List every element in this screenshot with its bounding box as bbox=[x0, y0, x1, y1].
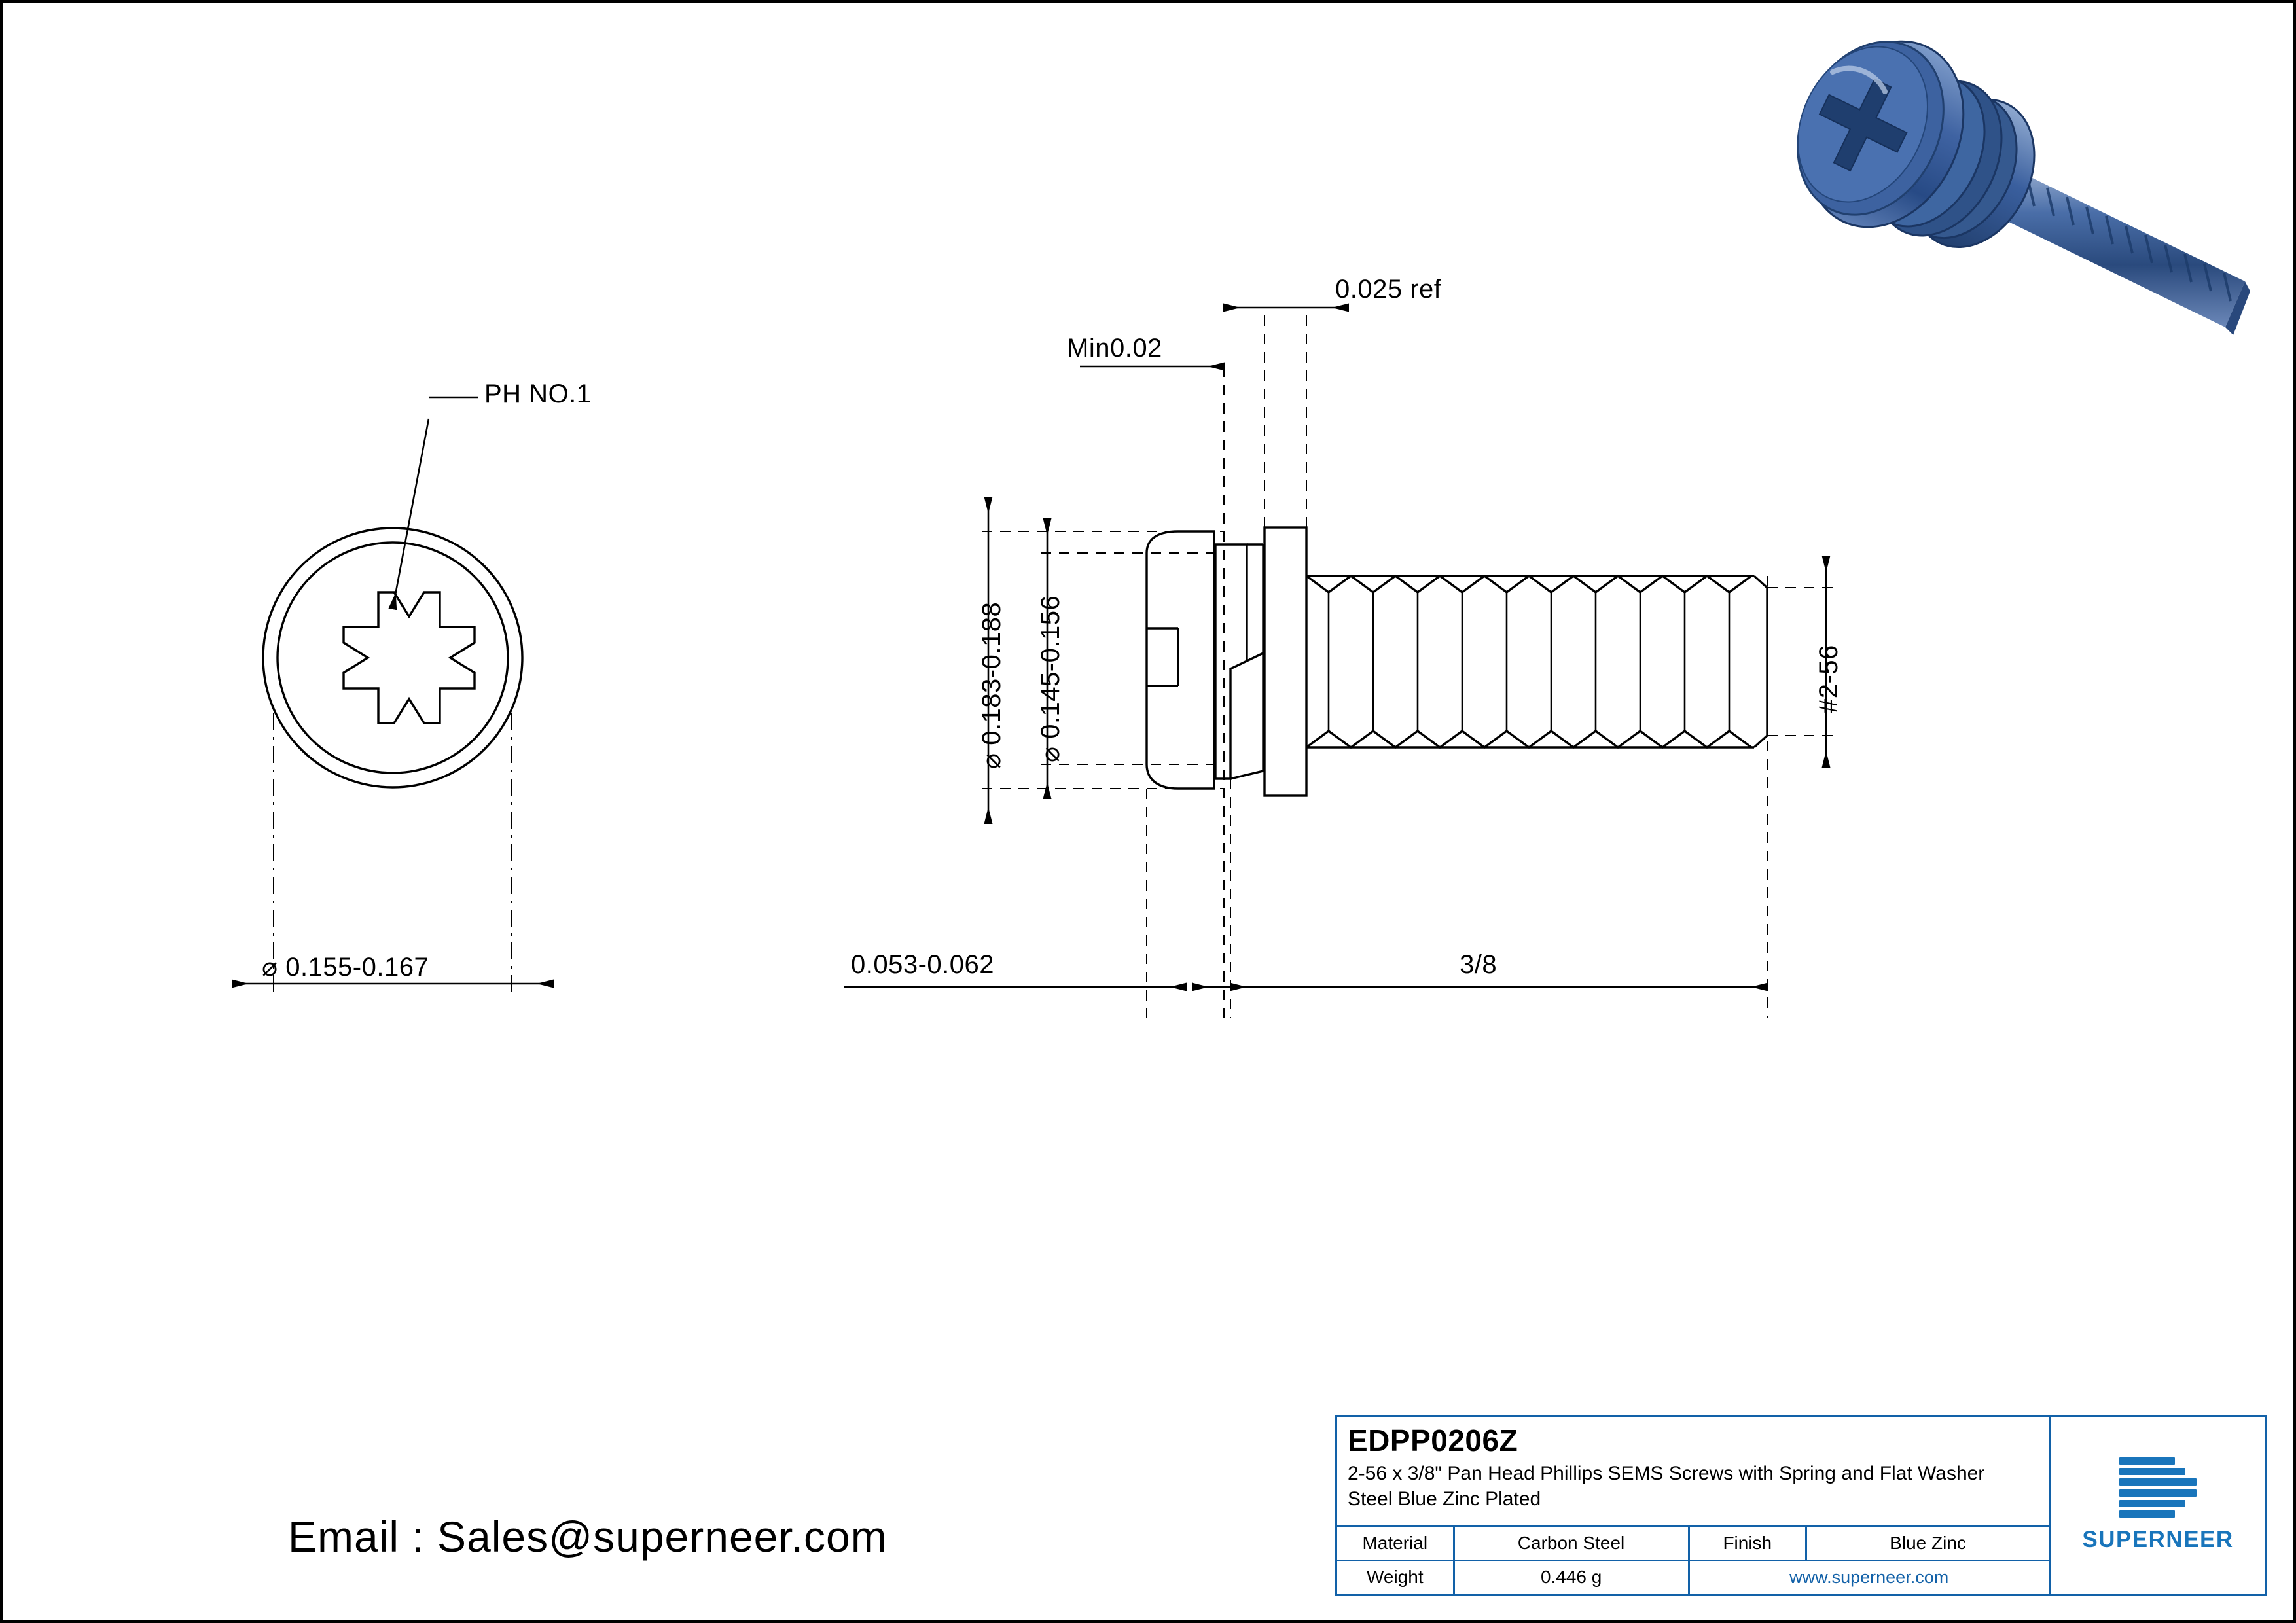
title-block-description-area: EDPP0206Z 2-56 x 3/8" Pan Head Phillips … bbox=[1337, 1417, 2049, 1527]
weight-label: Weight bbox=[1337, 1561, 1455, 1594]
thread-size-label: #2-56 bbox=[1814, 645, 1843, 713]
title-block: EDPP0206Z 2-56 x 3/8" Pan Head Phillips … bbox=[1335, 1415, 2267, 1596]
side-view-top-dimensions bbox=[1080, 303, 1349, 371]
side-head-diameter-label: ⌀ 0.145-0.156 bbox=[1036, 595, 1065, 762]
screw-3d-render bbox=[1797, 40, 2250, 335]
website-cell[interactable]: www.superneer.com bbox=[1689, 1561, 2049, 1594]
website-link[interactable]: www.superneer.com bbox=[1789, 1567, 1949, 1587]
title-block-left: EDPP0206Z 2-56 x 3/8" Pan Head Phillips … bbox=[1337, 1417, 2051, 1594]
front-view-extension-lines bbox=[273, 713, 512, 995]
part-code: EDPP0206Z bbox=[1348, 1423, 1518, 1457]
side-view-vertical-dimensions bbox=[984, 497, 1052, 824]
side-view-extension-lines bbox=[982, 308, 1833, 1018]
head-height-label: 0.053-0.062 bbox=[851, 950, 995, 979]
title-block-spec-rows: Material Carbon Steel Finish Blue Zinc W… bbox=[1337, 1527, 2049, 1594]
flat-washer-od-label: ⌀ 0.183-0.188 bbox=[977, 601, 1006, 769]
brand-name: SUPERNEER bbox=[2082, 1527, 2234, 1552]
brand-area: SUPERNEER bbox=[2051, 1417, 2265, 1594]
side-view-geometry bbox=[1145, 526, 1768, 797]
spec-row-weight: Weight 0.446 g www.superneer.com bbox=[1337, 1561, 2049, 1594]
washer-thickness-label: 0.025 ref bbox=[1335, 275, 1442, 304]
weight-value: 0.446 g bbox=[1455, 1561, 1690, 1594]
material-value: Carbon Steel bbox=[1455, 1527, 1690, 1560]
front-view-diameter-label: ⌀ 0.155-0.167 bbox=[262, 953, 429, 982]
part-description: 2-56 x 3/8" Pan Head Phillips SEMS Screw… bbox=[1348, 1462, 1985, 1510]
material-label: Material bbox=[1337, 1527, 1455, 1560]
superneer-logo-icon bbox=[2119, 1457, 2197, 1518]
finish-value: Blue Zinc bbox=[1890, 1532, 1966, 1553]
front-view-geometry bbox=[262, 527, 524, 789]
min-dimension-label: Min0.02 bbox=[1067, 334, 1162, 363]
spec-row-material: Material Carbon Steel Finish Blue Zinc bbox=[1337, 1527, 2049, 1561]
ph-leader-line bbox=[388, 396, 478, 611]
thread-length-label: 3/8 bbox=[1460, 950, 1498, 979]
finish-label: Finish bbox=[1690, 1527, 1808, 1560]
ph-number-label: PH NO.1 bbox=[484, 380, 592, 408]
contact-email: Email : Sales@superneer.com bbox=[288, 1512, 888, 1561]
